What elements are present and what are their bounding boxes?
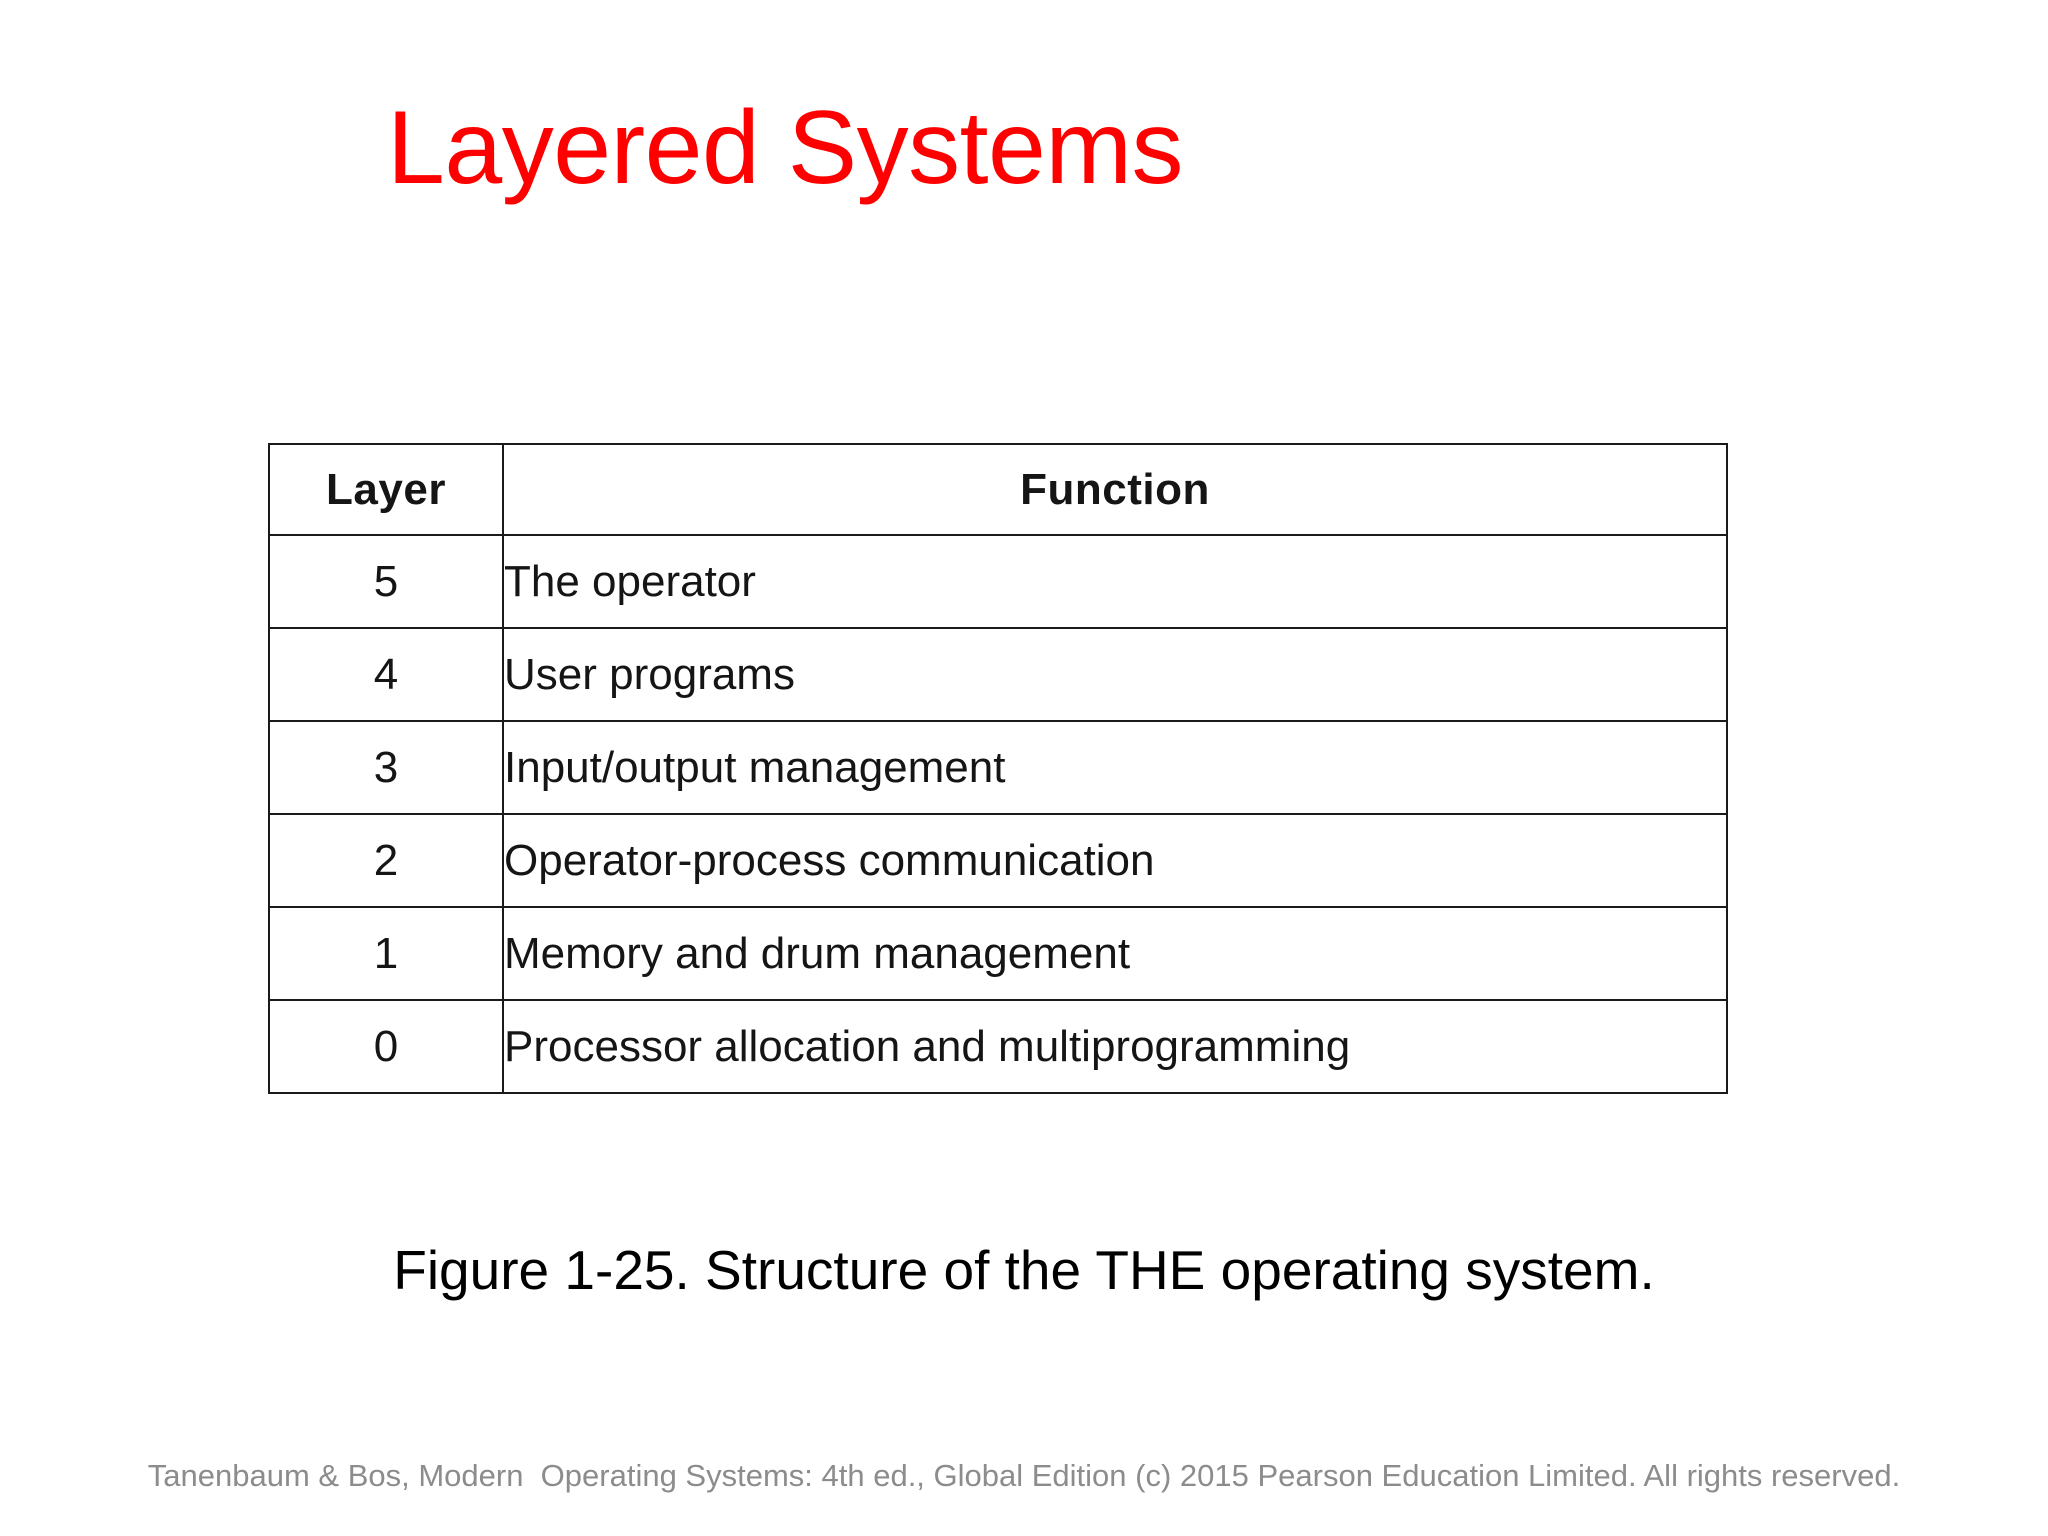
cell-layer: 4 bbox=[268, 627, 504, 722]
column-header-layer: Layer bbox=[268, 443, 504, 536]
cell-layer: 3 bbox=[268, 720, 504, 815]
cell-function: Operator-process communication bbox=[502, 813, 1728, 908]
table-row: 1 Memory and drum management bbox=[268, 906, 1728, 1001]
cell-function: Memory and drum management bbox=[502, 906, 1728, 1001]
table-body: 5 The operator 4 User programs 3 Input/o… bbox=[268, 534, 1728, 1094]
cell-function: User programs bbox=[502, 627, 1728, 722]
page-title: Layered Systems bbox=[387, 90, 1183, 206]
cell-function: Processor allocation and multiprogrammin… bbox=[502, 999, 1728, 1094]
cell-layer: 0 bbox=[268, 999, 504, 1094]
figure-table-container: Layer Function 5 The operator 4 User pro… bbox=[268, 443, 1728, 1094]
figure-caption: Figure 1-25. Structure of the THE operat… bbox=[393, 1239, 1655, 1301]
cell-layer: 1 bbox=[268, 906, 504, 1001]
table-row: 5 The operator bbox=[268, 534, 1728, 629]
layers-table: Layer Function 5 The operator 4 User pro… bbox=[268, 443, 1728, 1094]
table-row: 0 Processor allocation and multiprogramm… bbox=[268, 999, 1728, 1094]
cell-layer: 5 bbox=[268, 534, 504, 629]
cell-function: Input/output management bbox=[502, 720, 1728, 815]
copyright-footer: Tanenbaum & Bos, Modern Operating System… bbox=[147, 1458, 1901, 1493]
table-row: 2 Operator-process communication bbox=[268, 813, 1728, 908]
table-row: 4 User programs bbox=[268, 627, 1728, 722]
cell-function: The operator bbox=[502, 534, 1728, 629]
table-header: Layer Function bbox=[268, 443, 1728, 536]
table-header-row: Layer Function bbox=[268, 443, 1728, 536]
cell-layer: 2 bbox=[268, 813, 504, 908]
column-header-function: Function bbox=[502, 443, 1728, 536]
table-row: 3 Input/output management bbox=[268, 720, 1728, 815]
